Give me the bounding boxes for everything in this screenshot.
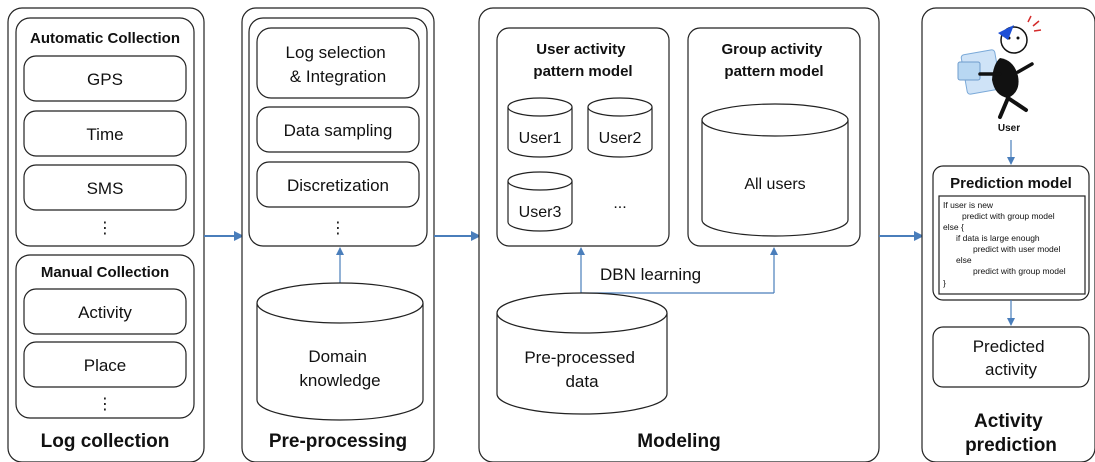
user-label: User (998, 123, 1020, 134)
manual-collection-heading: Manual Collection (41, 264, 169, 281)
user-model-line-2: pattern model (533, 63, 632, 80)
manual-item-place: Place (23, 341, 187, 388)
user-model-line-1: User activity (536, 41, 626, 58)
step-label: Data sampling (284, 121, 393, 140)
prediction-model-box: Prediction model If user is new predict … (932, 165, 1090, 301)
users-more: ... (613, 195, 626, 212)
step-data-sampling: Data sampling (256, 106, 420, 153)
manual-item-label: Place (84, 356, 127, 375)
preprocessed-line-2: data (565, 372, 599, 391)
code-line-7: predict with group model (973, 266, 1066, 276)
code-line-8: } (943, 278, 946, 288)
auto-item-sms: SMS (23, 164, 187, 211)
code-line-3: else { (943, 222, 964, 232)
prediction-title: Activity prediction (965, 411, 1057, 456)
prediction-code-box (938, 195, 1086, 295)
steps-more-ellipsis: ⋮ (330, 220, 346, 237)
all-users-db: All users (701, 103, 849, 237)
user1-db: User1 (507, 97, 573, 158)
auto-item-time: Time (23, 110, 187, 157)
auto-more-ellipsis: ⋮ (97, 220, 113, 237)
user-db-label: User1 (519, 130, 562, 147)
user2-db: User2 (587, 97, 653, 158)
predicted-line-1: Predicted (973, 337, 1045, 356)
prediction-title-line-1: Activity (974, 411, 1043, 432)
dbn-learning-label: DBN learning (600, 265, 701, 284)
group-model-heading: Group activity pattern model (721, 41, 826, 80)
auto-item-label: GPS (87, 70, 123, 89)
modeling-panel: User activity pattern model User1 User2 … (478, 7, 880, 462)
auto-item-label: SMS (87, 179, 124, 198)
user-db-label: User2 (599, 130, 642, 147)
code-line-2: predict with group model (962, 211, 1055, 221)
step-label: Log selection & Integration (286, 43, 391, 86)
log-collection-panel: Automatic Collection GPS Time SMS ⋮ Manu… (7, 7, 205, 462)
code-line-6: else (956, 255, 972, 265)
predicted-activity-box: Predicted activity (932, 326, 1090, 388)
predicted-line-2: activity (985, 360, 1037, 379)
step-discretization: Discretization (256, 161, 420, 208)
predicted-activity-label: Predicted activity (973, 337, 1050, 379)
log-collection-title: Log collection (41, 431, 170, 452)
manual-item-label: Activity (78, 303, 132, 322)
prediction-panel: User Prediction model If user is new pre… (921, 7, 1095, 462)
user-db-label: User3 (519, 204, 562, 221)
manual-more-ellipsis: ⋮ (97, 396, 113, 413)
prediction-title-line-2: prediction (965, 435, 1057, 456)
step-label: Discretization (287, 176, 389, 195)
domain-knowledge-db: Domain knowledge (256, 282, 424, 421)
domain-knowledge-label: Domain knowledge (299, 347, 380, 390)
code-line-4: if data is large enough (956, 233, 1040, 243)
step-label-line-2: & Integration (290, 67, 386, 86)
code-line-1: If user is new (943, 200, 994, 210)
code-line-5: predict with user model (973, 244, 1061, 254)
preprocessing-title: Pre-processing (269, 431, 407, 452)
user3-db: User3 (507, 171, 573, 232)
all-users-label: All users (744, 176, 805, 193)
domain-line-2: knowledge (299, 371, 380, 390)
automatic-collection-heading: Automatic Collection (30, 30, 180, 47)
preprocessed-label: Pre-processed data (524, 348, 639, 391)
modeling-title: Modeling (637, 431, 720, 452)
user-figure-icon (957, 15, 1042, 119)
preprocessed-line-1: Pre-processed (524, 348, 635, 367)
step-label-line-1: Log selection (286, 43, 386, 62)
preprocessed-data-db: Pre-processed data (496, 292, 668, 415)
group-model-line-1: Group activity (721, 41, 823, 58)
group-model-line-2: pattern model (724, 63, 823, 80)
domain-line-1: Domain (308, 347, 367, 366)
user-model-heading: User activity pattern model (533, 41, 632, 80)
auto-item-label: Time (86, 125, 123, 144)
manual-item-activity: Activity (23, 288, 187, 335)
prediction-model-heading: Prediction model (950, 175, 1072, 192)
auto-item-gps: GPS (23, 55, 187, 102)
preprocessing-panel: Log selection & Integration Data samplin… (241, 7, 435, 462)
step-log-selection: Log selection & Integration (256, 27, 420, 99)
